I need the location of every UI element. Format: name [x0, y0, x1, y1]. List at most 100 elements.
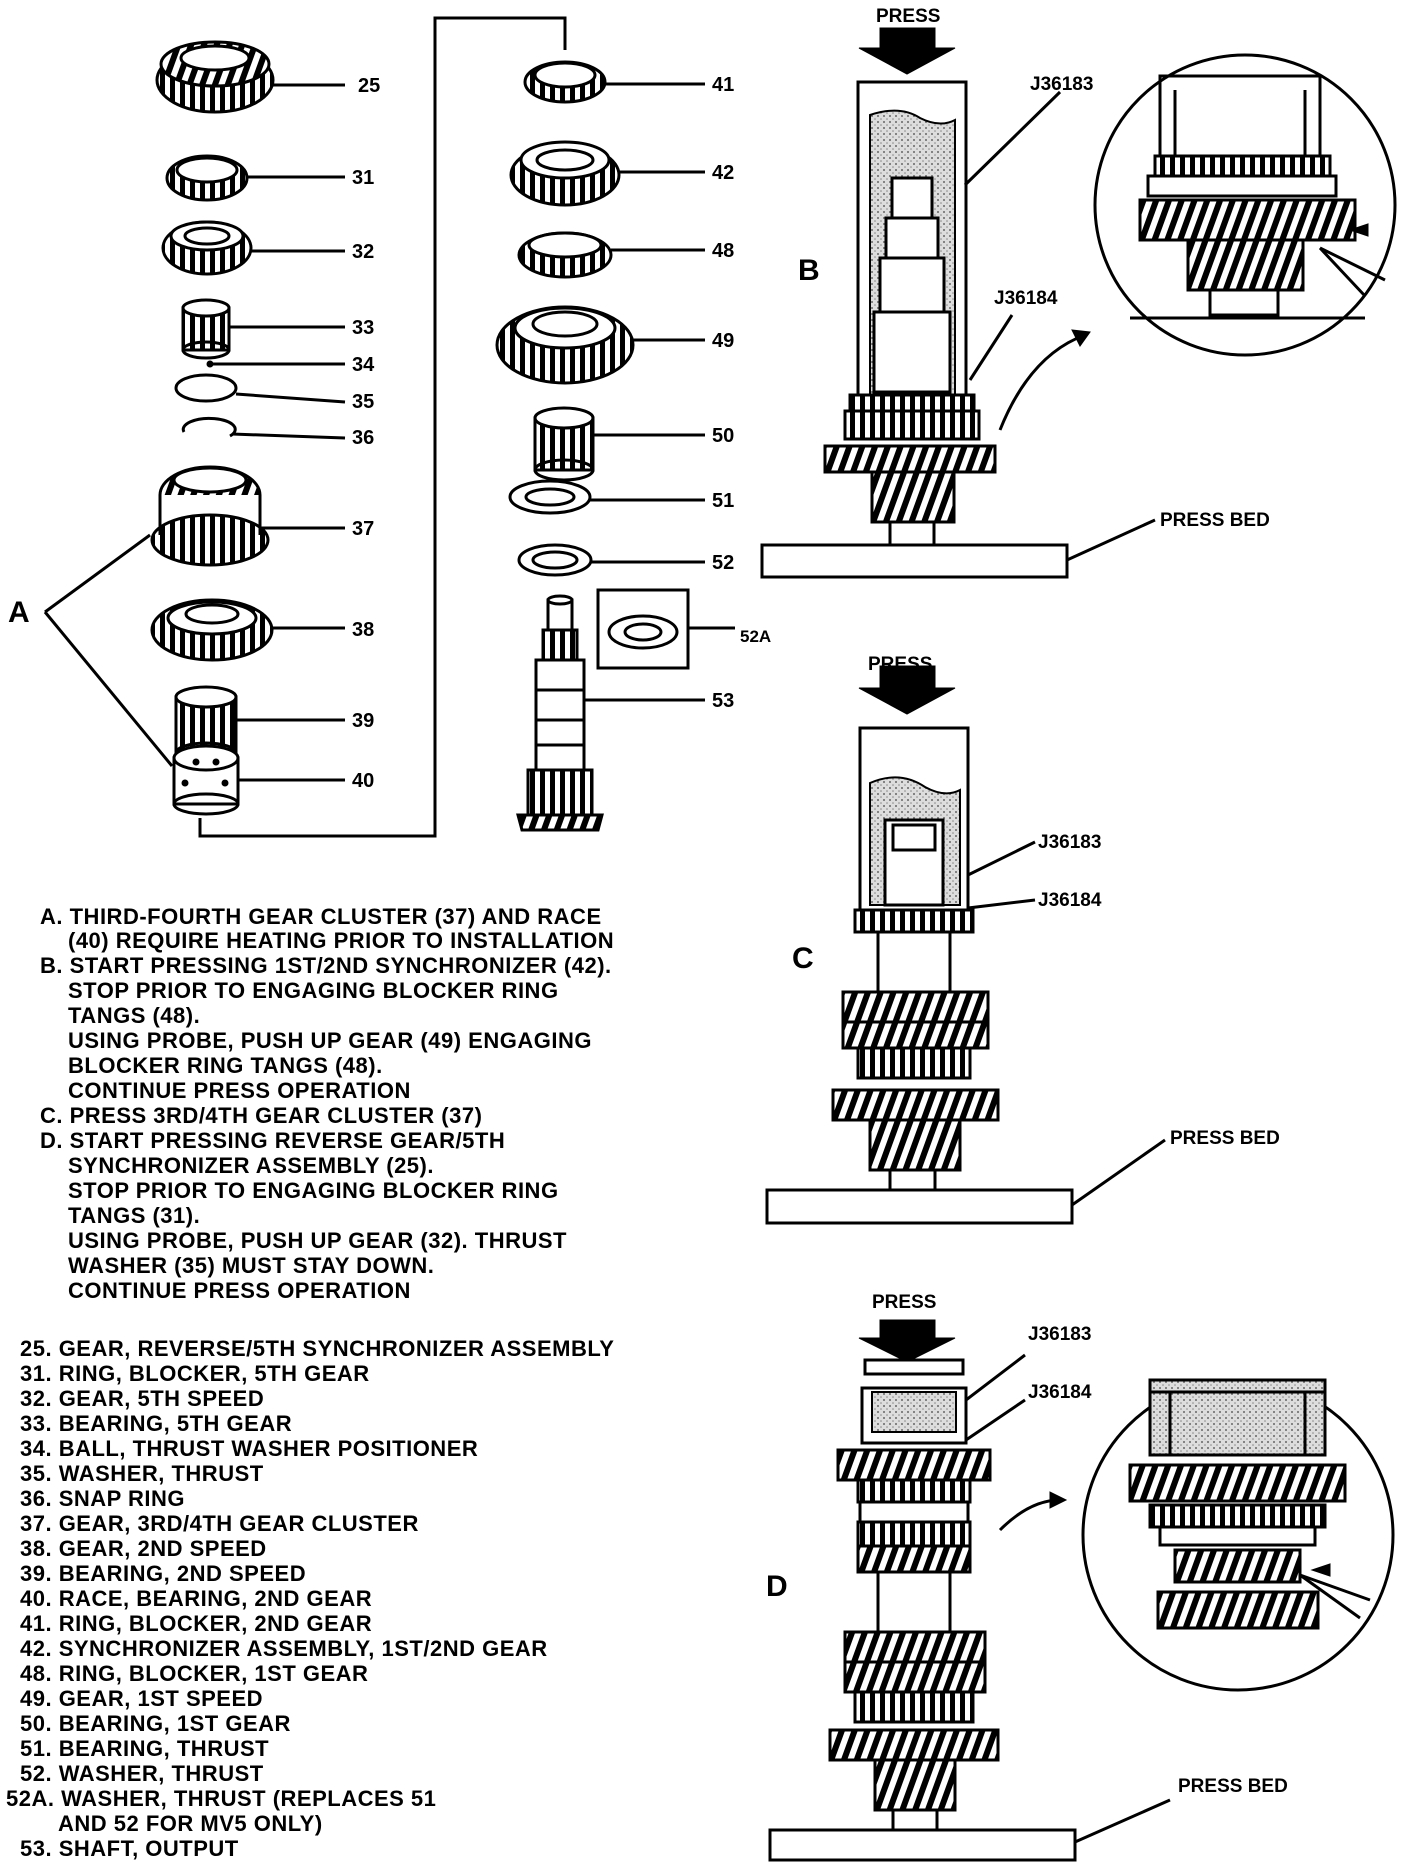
part-52a-washer-drawing [596, 588, 735, 670]
instruction-line: CONTINUE PRESS OPERATION [68, 1278, 411, 1303]
part-51-thrust-bearing-drawing [508, 479, 705, 515]
legend-item: 33. BEARING, 5TH GEAR [20, 1411, 292, 1436]
legend-item: 37. GEAR, 3RD/4TH GEAR CLUSTER [20, 1511, 419, 1536]
legend-item: 39. BEARING, 2ND SPEED [20, 1561, 306, 1586]
legend-item: 53. SHAFT, OUTPUT [20, 1836, 239, 1861]
part-34-ball-drawing [206, 360, 345, 368]
legend-item: 35. WASHER, THRUST [20, 1461, 264, 1486]
right-part-numbers: 41 42 48 49 50 51 52 52A 53 [712, 74, 771, 712]
instruction-line: (40) REQUIRE HEATING PRIOR TO INSTALLATI… [68, 928, 614, 953]
part-number: 31 [352, 167, 374, 189]
tool-label: J36183 [1030, 74, 1093, 95]
press-label: PRESS [876, 6, 940, 27]
part-number: 51 [712, 490, 734, 512]
instruction-line: B. START PRESSING 1ST/2ND SYNCHRONIZER (… [40, 953, 612, 978]
instruction-line: STOP PRIOR TO ENGAGING BLOCKER RING [68, 978, 559, 1003]
legend-item: 25. GEAR, REVERSE/5TH SYNCHRONIZER ASSEM… [20, 1336, 614, 1361]
legend-item: 34. BALL, THRUST WASHER POSITIONER [20, 1436, 478, 1461]
press-bed-label: PRESS BED [1178, 1776, 1288, 1797]
legend-item: 32. GEAR, 5TH SPEED [20, 1386, 264, 1411]
part-number: 52A [740, 627, 771, 646]
legend-item: 52A. WASHER, THRUST (REPLACES 51 [6, 1786, 436, 1811]
press-bed-label: PRESS BED [1160, 510, 1270, 531]
press-label: PRESS [872, 1292, 936, 1313]
part-number: 37 [352, 518, 374, 540]
part-number: 38 [352, 619, 374, 641]
part-number: 25 [358, 75, 380, 97]
legend-item: AND 52 FOR MV5 ONLY) [58, 1811, 323, 1836]
panel-d-press-diagram [768, 1319, 1171, 1862]
legend-item: 49. GEAR, 1ST SPEED [20, 1686, 263, 1711]
instruction-line: TANGS (48). [68, 1003, 200, 1028]
legend-item: 52. WASHER, THRUST [20, 1761, 264, 1786]
part-number: 42 [712, 162, 734, 184]
instruction-line: C. PRESS 3RD/4TH GEAR CLUSTER (37) [40, 1103, 482, 1128]
part-number: 52 [712, 552, 734, 574]
part-31-blocker-ring-drawing [165, 154, 345, 202]
instruction-line: CONTINUE PRESS OPERATION [68, 1078, 411, 1103]
part-number: 49 [712, 330, 734, 352]
part-40-race-drawing [172, 744, 345, 816]
legend-item: 38. GEAR, 2ND SPEED [20, 1536, 267, 1561]
part-33-bearing-drawing [181, 298, 345, 360]
panel-label-d: D [766, 1570, 788, 1603]
panel-c-press-diagram [765, 665, 1166, 1225]
panel-label-b: B [798, 254, 820, 287]
instruction-line: WASHER (35) MUST STAY DOWN. [68, 1253, 434, 1278]
legend-item: 40. RACE, BEARING, 2ND GEAR [20, 1586, 372, 1611]
press-bed-label: PRESS BED [1170, 1128, 1280, 1149]
legend-item: 50. BEARING, 1ST GEAR [20, 1711, 291, 1736]
part-number: 40 [352, 770, 374, 792]
part-36-snap-ring-drawing [181, 416, 346, 440]
part-number: 48 [712, 240, 734, 262]
tool-label: J36184 [1028, 1382, 1092, 1403]
label-a-leader-lines [43, 533, 174, 767]
part-53-output-shaft-drawing [516, 594, 705, 832]
panel-label-a: A [8, 596, 30, 629]
panel-label-c: C [792, 942, 814, 975]
part-37-gear-cluster-drawing [150, 465, 345, 567]
instruction-line: STOP PRIOR TO ENGAGING BLOCKER RING [68, 1178, 559, 1203]
tool-label: J36184 [994, 288, 1058, 309]
panel-b-detail-inset [1093, 53, 1397, 357]
instruction-line: SYNCHRONIZER ASSEMBLY (25). [68, 1153, 434, 1178]
tool-label: J36183 [1038, 832, 1101, 853]
legend-item: 31. RING, BLOCKER, 5TH GEAR [20, 1361, 370, 1386]
part-number: 36 [352, 427, 374, 449]
legend-item: 48. RING, BLOCKER, 1ST GEAR [20, 1661, 368, 1686]
part-number: 53 [712, 690, 734, 712]
instruction-line: D. START PRESSING REVERSE GEAR/5TH [40, 1128, 505, 1153]
tool-label: J36183 [1028, 1324, 1091, 1345]
legend-item: 41. RING, BLOCKER, 2ND GEAR [20, 1611, 372, 1636]
part-number: 34 [352, 354, 375, 376]
part-number: 32 [352, 241, 374, 263]
panel-b-press-diagram [760, 27, 1156, 579]
instruction-line: TANGS (31). [68, 1203, 200, 1228]
press-label: PRESS [868, 654, 932, 675]
part-38-gear-drawing [150, 598, 345, 662]
instruction-line: A. THIRD-FOURTH GEAR CLUSTER (37) AND RA… [40, 904, 602, 929]
part-32-gear-drawing [161, 220, 345, 276]
part-number: 50 [712, 425, 734, 447]
instruction-line: USING PROBE, PUSH UP GEAR (49) ENGAGING [68, 1028, 592, 1053]
part-42-synchronizer-drawing [509, 140, 705, 207]
part-number: 35 [352, 391, 374, 413]
panel-d-detail-inset [1081, 1378, 1395, 1692]
sequence-connector-line [198, 16, 567, 838]
part-number: 33 [352, 317, 374, 339]
legend-item: 51. BEARING, THRUST [20, 1736, 269, 1761]
instruction-line: BLOCKER RING TANGS (48). [68, 1053, 383, 1078]
instructions-block: A. THIRD-FOURTH GEAR CLUSTER (37) AND RA… [40, 904, 614, 1303]
part-50-bearing-drawing [533, 406, 705, 482]
part-number: 39 [352, 710, 374, 732]
left-part-numbers: 25 31 32 33 34 35 36 37 38 39 40 [352, 75, 380, 792]
part-49-gear-drawing [495, 305, 705, 385]
part-25-synchronizer-drawing [155, 40, 345, 114]
legend-item: 42. SYNCHRONIZER ASSEMBLY, 1ST/2ND GEAR [20, 1636, 548, 1661]
instruction-line: USING PROBE, PUSH UP GEAR (32). THRUST [68, 1228, 567, 1253]
legend-item: 36. SNAP RING [20, 1486, 185, 1511]
part-number: 41 [712, 74, 734, 96]
part-35-washer-drawing [174, 373, 346, 404]
tool-label: J36184 [1038, 890, 1102, 911]
